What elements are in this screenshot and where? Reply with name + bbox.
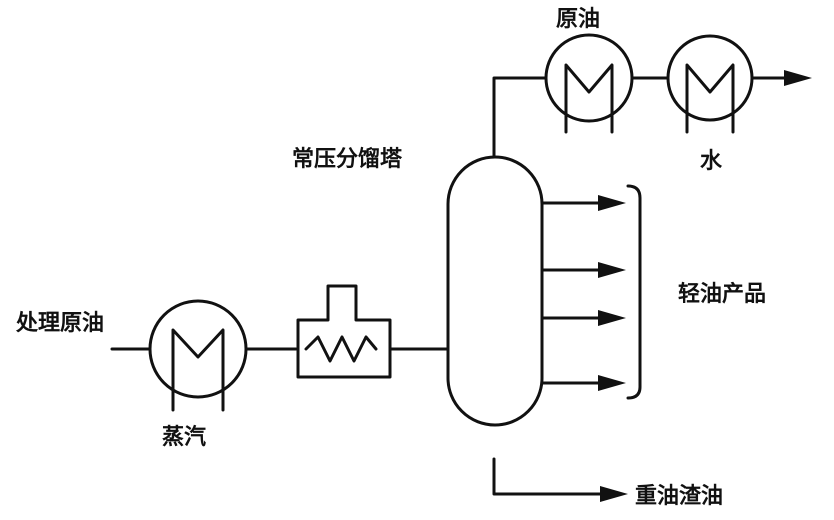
side-draw-arrowhead-2 [598, 262, 626, 278]
light-products-bracket [626, 184, 642, 400]
water-heat-exchanger [666, 34, 754, 134]
light-products-label: 轻油产品 [678, 282, 767, 307]
steam-heat-exchanger-coil-stubs [171, 383, 225, 412]
bottom-residue-arrowhead [600, 486, 628, 502]
crude-oil-heat-exchanger-stubs [564, 113, 614, 134]
side-draw-arrowhead-1 [598, 195, 626, 211]
water-heat-exchanger-circle [666, 34, 754, 122]
top-outlet-arrowhead [784, 70, 812, 86]
crude-oil-heat-exchanger [544, 33, 634, 134]
water-heat-exchanger-stubs [685, 113, 735, 134]
steam-heat-exchanger [148, 299, 248, 412]
steam-heat-exchanger-circle [148, 299, 248, 399]
furnace-body [296, 284, 392, 379]
crude-oil-heat-exchanger-circle [544, 33, 634, 123]
crude-oil-label: 原油 [556, 7, 601, 32]
bottom-residue-line [492, 457, 604, 496]
furnace-coil [304, 335, 378, 363]
water-label: 水 [700, 149, 723, 174]
top-vapor-line [492, 76, 548, 159]
feed-label: 处理原油 [16, 311, 105, 336]
distillation-column [446, 155, 544, 427]
side-draw-arrowhead-4 [598, 375, 626, 391]
column-label: 常压分馏塔 [292, 147, 403, 172]
heavy-residue-label: 重油渣油 [635, 484, 724, 509]
side-draw-arrowhead-3 [598, 310, 626, 326]
water-heat-exchanger-coil [685, 63, 735, 117]
steam-heat-exchanger-coil [171, 328, 225, 387]
steam-label: 蒸汽 [162, 425, 207, 450]
crude-oil-heat-exchanger-coil [564, 63, 614, 117]
furnace [296, 284, 392, 379]
